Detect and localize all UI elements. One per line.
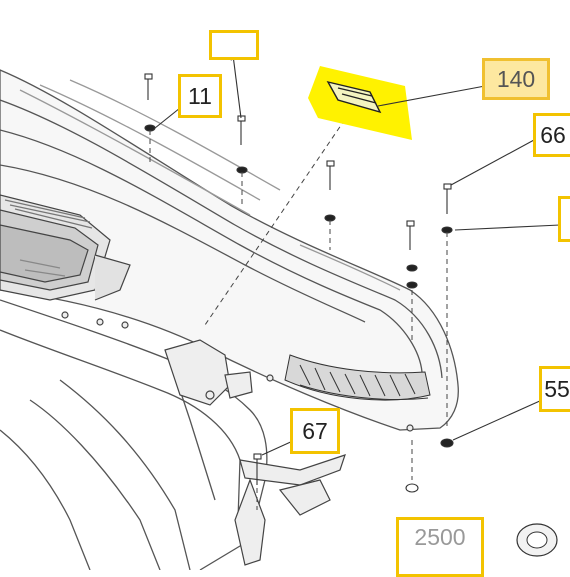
screw-center [324,160,336,222]
screw-66 [441,183,453,234]
hood-assembly [0,69,459,570]
callout-top-cut [209,30,259,60]
callout-bottom-cut: 2500 [396,517,484,577]
part-140-clip [326,80,382,114]
assembly-lines [149,111,448,510]
screw-11-right [236,115,248,174]
screw-11-left [144,73,156,132]
partial-round-part [516,523,558,557]
fasteners [144,73,454,493]
callout-140: 140 [482,58,550,100]
screw-67 [253,453,262,485]
part-140-highlight [308,66,412,140]
callout-55: 55 [539,366,570,412]
screw-mid-right [406,220,418,289]
mounting-bracket [61,311,414,566]
callout-11: 11 [178,74,222,118]
callout-67: 67 [290,408,340,454]
callout-right-cut [558,196,570,242]
callout-66: 66 [533,113,570,157]
air-vent [0,194,131,301]
front-grille [284,354,431,401]
nut-55 [405,438,454,493]
leader-lines [154,54,561,456]
